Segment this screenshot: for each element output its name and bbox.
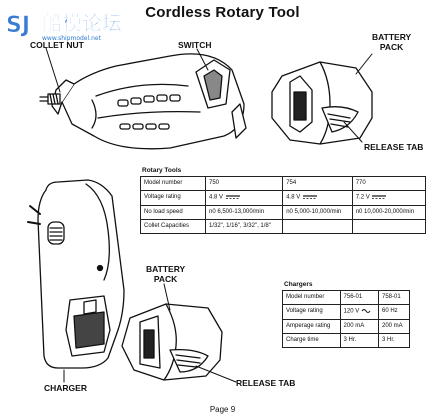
chargers-table-title: Chargers: [284, 281, 313, 288]
table-row: Amperage rating 200 mA 200 mA: [282, 318, 411, 334]
svg-text:船模论坛: 船模论坛: [42, 11, 122, 35]
table-cell: 1/32", 1/16", 3/32", 1/8": [204, 218, 284, 234]
row-label: Voltage rating: [140, 190, 206, 206]
row-label: No load speed: [140, 204, 206, 220]
table-cell: 200 mA: [377, 318, 411, 334]
cell-value: 4.8 V: [209, 194, 224, 201]
svg-text:SJ: SJ: [6, 13, 30, 38]
svg-text:www.shipmodel.net: www.shipmodel.net: [42, 35, 102, 42]
table-cell: 758-01: [377, 290, 411, 305]
table-row: Model number 756-01 758-01: [282, 290, 411, 305]
battery-pack-bottom-illustration: [121, 303, 223, 381]
row-label: Amperage rating: [282, 318, 341, 334]
collet-nut-label: COLLET NUT: [30, 40, 84, 50]
table-cell: 770: [351, 176, 427, 191]
table-cell: 754: [282, 176, 353, 191]
table-cell: 756-01: [339, 290, 379, 305]
dc-symbol-icon: [225, 195, 240, 199]
table-cell: n0 6,500-13,000/min: [204, 204, 284, 220]
battery-pack-bottom-label: BATTERY PACK: [146, 264, 185, 284]
switch-label: SWITCH: [178, 40, 212, 50]
cell-value: 120 V: [343, 308, 360, 315]
release-tab-top-label: RELEASE TAB: [364, 142, 424, 152]
page-number: Page 9: [209, 405, 236, 414]
table-cell: [282, 218, 353, 234]
row-label: Voltage rating: [282, 304, 341, 320]
ac-symbol-icon: [361, 309, 371, 313]
rotary-tool-illustration: [39, 53, 247, 150]
table-row: Voltage rating 120 V 60 Hz: [282, 304, 411, 320]
release-tab-bottom-label: RELEASE TAB: [236, 378, 296, 388]
charger-label: CHARGER: [44, 383, 87, 393]
table-row: Charge time 3 Hr. 3 Hr.: [282, 332, 411, 348]
row-label: Collet Capacities: [140, 218, 206, 234]
table-cell: 120 V: [339, 304, 379, 320]
row-label: Model number: [282, 290, 341, 305]
callout-leaders: [45, 47, 373, 383]
table-cell: 200 mA: [339, 318, 379, 334]
dc-symbol-icon: [372, 195, 387, 199]
battery-pack-top-label-line2: PACK: [379, 42, 404, 52]
table-row: Collet Capacities 1/32", 1/16", 3/32", 1…: [140, 218, 427, 234]
table-cell: 750: [204, 176, 284, 191]
battery-pack-top-label-line1: BATTERY: [372, 32, 412, 42]
battery-pack-bottom-label-line1: BATTERY: [146, 264, 186, 274]
row-label: Charge time: [282, 332, 341, 348]
table-cell: 4.8 V: [204, 190, 284, 206]
rotary-tools-table: Model number 750 754 770 Voltage rating …: [140, 176, 427, 234]
page-title: Cordless Rotary Tool: [145, 4, 300, 21]
grip-vents: [117, 94, 181, 130]
dc-symbol-icon: [302, 195, 317, 199]
rotary-tools-table-title: Rotary Tools: [142, 167, 182, 174]
table-cell: [351, 218, 427, 234]
battery-pack-top-label: BATTERY PACK: [372, 32, 411, 52]
table-cell: n0 10,000-20,000/min: [351, 204, 427, 220]
table-row: Model number 750 754 770: [140, 176, 427, 191]
table-row: No load speed n0 6,500-13,000/min n0 5,0…: [140, 204, 427, 220]
battery-pack-bottom-label-line2: PACK: [153, 274, 178, 284]
cell-value: 4.8 V: [286, 194, 301, 201]
table-cell: 4.8 V: [282, 190, 353, 206]
watermark-logo: SJ 船模论坛 www.shipmodel.net: [2, 2, 152, 46]
charger-illustration: [27, 179, 125, 369]
row-label: Model number: [140, 176, 206, 191]
table-cell: n0 5,000-10,000/min: [282, 204, 353, 220]
cell-value: 7.2 V: [355, 194, 370, 201]
table-cell: 7.2 V: [351, 190, 427, 206]
table-cell: 3 Hr.: [377, 332, 411, 348]
chargers-table: Model number 756-01 758-01 Voltage ratin…: [282, 290, 411, 348]
battery-pack-top-illustration: [271, 61, 373, 145]
table-cell: 60 Hz: [377, 304, 411, 320]
table-row: Voltage rating 4.8 V 4.8 V 7.2 V: [140, 190, 427, 206]
table-cell: 3 Hr.: [339, 332, 379, 348]
